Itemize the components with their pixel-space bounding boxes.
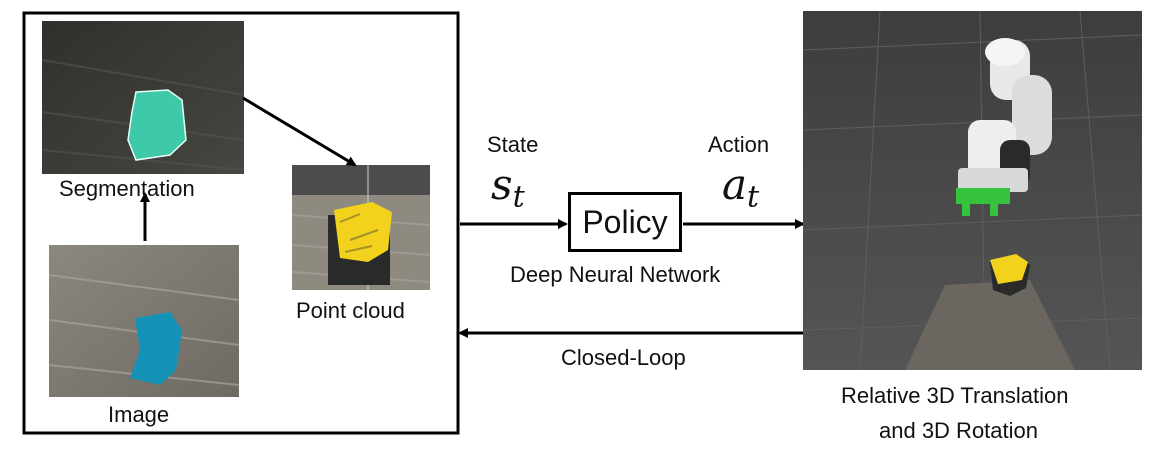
state-label: State <box>487 132 539 157</box>
camera-image <box>48 245 240 397</box>
segmentation-image <box>41 21 245 174</box>
point-cloud-points <box>334 202 392 262</box>
policy-box: Policy <box>568 192 682 252</box>
sim-point-cloud <box>990 254 1028 284</box>
image-label: Image <box>108 402 170 427</box>
segmentation-to-pointcloud-arrow <box>242 96 357 167</box>
policy-label: Policy <box>582 203 668 240</box>
robot-simulation-image <box>802 10 1143 371</box>
segmented-cloth-mask <box>127 89 187 161</box>
action-symbol: at <box>722 160 760 215</box>
closed-loop-label: Closed-Loop <box>561 345 686 370</box>
cloth-object <box>130 312 182 385</box>
point-cloud-label: Point cloud <box>296 298 405 323</box>
perception-frame <box>22 11 460 435</box>
robot-arm <box>956 38 1052 216</box>
action-label: Action <box>708 132 770 157</box>
policy-caption: Deep Neural Network <box>510 262 721 287</box>
robot-caption-line2: and 3D Rotation <box>879 418 1038 443</box>
state-symbol: st <box>491 160 525 215</box>
robot-caption-line1: Relative 3D Translation <box>841 383 1069 408</box>
point-cloud-image <box>291 165 431 290</box>
segmentation-label: Segmentation <box>59 176 195 201</box>
